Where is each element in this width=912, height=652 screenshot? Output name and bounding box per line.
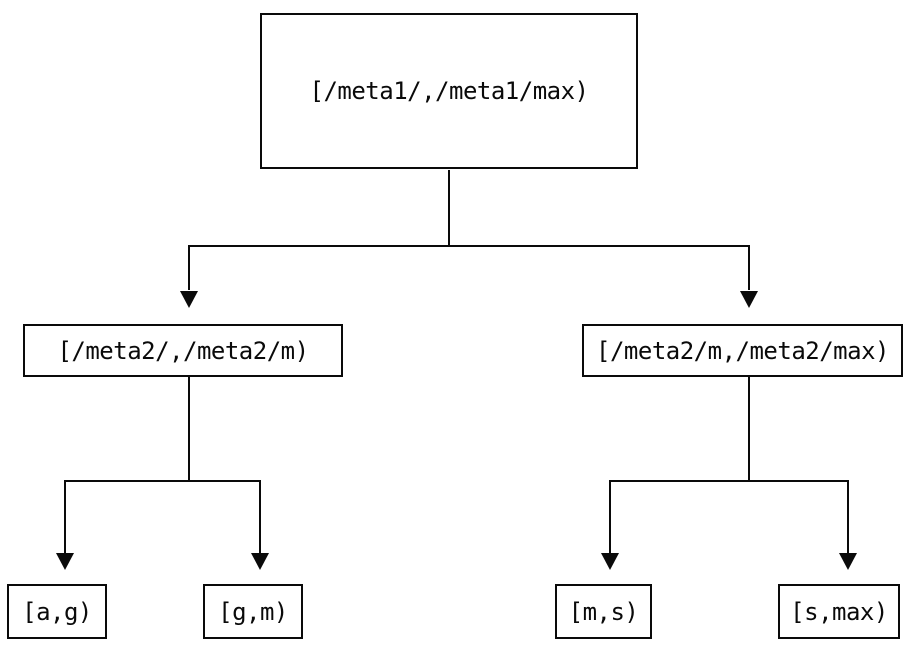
arrowhead-right-to-leaf3 — [601, 553, 619, 570]
node-leaf-s-max-label: [s,max) — [790, 597, 888, 626]
node-root-range: [/meta1/,/meta1/max) — [260, 13, 638, 169]
node-meta2-left-range-label: [/meta2/,/meta2/m) — [57, 336, 309, 365]
arrowhead-left-to-leaf1 — [56, 553, 74, 570]
node-leaf-a-g-label: [a,g) — [22, 597, 92, 626]
node-leaf-m-s-label: [m,s) — [568, 597, 639, 626]
node-meta2-right-range: [/meta2/m,/meta2/max) — [582, 324, 903, 377]
arrowhead-right-to-leaf4 — [839, 553, 857, 570]
node-leaf-s-max: [s,max) — [778, 584, 900, 639]
node-meta2-right-range-label: [/meta2/m,/meta2/max) — [596, 336, 889, 365]
node-meta2-left-range: [/meta2/,/meta2/m) — [23, 324, 343, 377]
node-leaf-m-s: [m,s) — [555, 584, 652, 639]
node-leaf-a-g: [a,g) — [7, 584, 107, 639]
arrowhead-left-to-leaf2 — [251, 553, 269, 570]
node-root-range-label: [/meta1/,/meta1/max) — [309, 77, 589, 105]
node-leaf-g-m-label: [g,m) — [218, 597, 288, 626]
arrowhead-root-to-right — [740, 291, 758, 308]
arrowhead-root-to-left — [180, 291, 198, 308]
node-leaf-g-m: [g,m) — [203, 584, 303, 639]
